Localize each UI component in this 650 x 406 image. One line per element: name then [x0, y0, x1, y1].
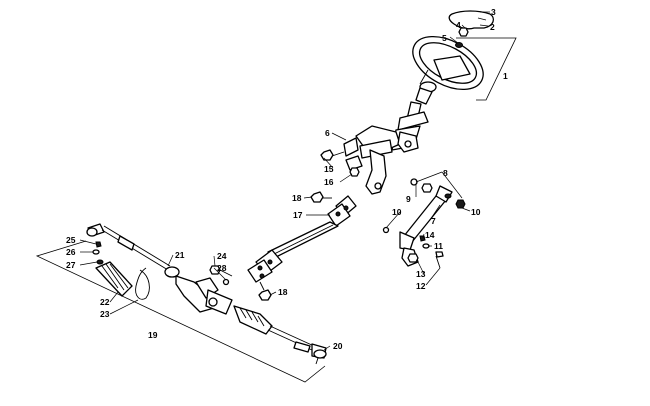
callout-10b: 10: [392, 207, 402, 217]
bracket-group-19: [35, 240, 326, 383]
callout-11: 11: [434, 241, 443, 251]
callout-15: 15: [324, 164, 334, 174]
callout-20: 20: [333, 341, 343, 351]
callout-2: 2: [490, 22, 495, 32]
steering-rack: [86, 223, 327, 365]
hub-cover: [448, 10, 495, 30]
leader-lines: [79, 11, 490, 351]
callout-17: 17: [293, 210, 303, 220]
callout-10a: 10: [471, 207, 481, 217]
callout-5: 5: [442, 33, 447, 43]
callout-18b: 18: [278, 287, 288, 297]
callout-7: 7: [431, 216, 436, 226]
callout-12: 12: [416, 281, 426, 291]
rack-boot: [95, 261, 133, 297]
bolt-15: [320, 149, 345, 161]
bracket-group-1: [456, 37, 517, 101]
callout-1: 1: [503, 71, 508, 81]
callout-25: 25: [66, 235, 76, 245]
bolt-18-lower: [258, 281, 272, 301]
steering-wheel: [412, 35, 484, 105]
callout-21: 21: [175, 250, 185, 260]
callout-3: 3: [491, 7, 496, 17]
nut-16: [349, 167, 360, 177]
tie-rod-hardware: [92, 241, 104, 265]
boot-clamp: [135, 267, 150, 300]
hub-cover-latch: [477, 17, 487, 21]
washer-5: [455, 42, 463, 48]
callout-28: 28: [217, 263, 227, 273]
callout-8: 8: [443, 168, 448, 178]
callout-6: 6: [325, 128, 330, 138]
callout-23: 23: [100, 309, 110, 319]
callout-13: 13: [416, 269, 426, 279]
callout-22: 22: [100, 297, 110, 307]
callout-4: 4: [456, 20, 461, 30]
callout-27: 27: [66, 260, 76, 270]
callout-16: 16: [324, 177, 334, 187]
intermediate-shaft: [247, 195, 357, 283]
mounting-bracket: [343, 125, 419, 195]
callout-24: 24: [217, 251, 227, 261]
callout-14: 14: [425, 230, 435, 240]
damper-hardware: [382, 178, 466, 269]
steering-damper: [399, 185, 453, 267]
callout-18a: 18: [292, 193, 302, 203]
callout-9: 9: [406, 194, 411, 204]
nut-4: [458, 27, 469, 37]
callout-26: 26: [66, 247, 76, 257]
bolt-18-upper: [310, 191, 332, 203]
callout-19: 19: [148, 330, 158, 340]
pinion-bolt: [209, 265, 233, 286]
callout-labels: 3 2 4 5 1 6 15 16 18 17 9 8 10 10 7 14 1…: [66, 7, 508, 351]
